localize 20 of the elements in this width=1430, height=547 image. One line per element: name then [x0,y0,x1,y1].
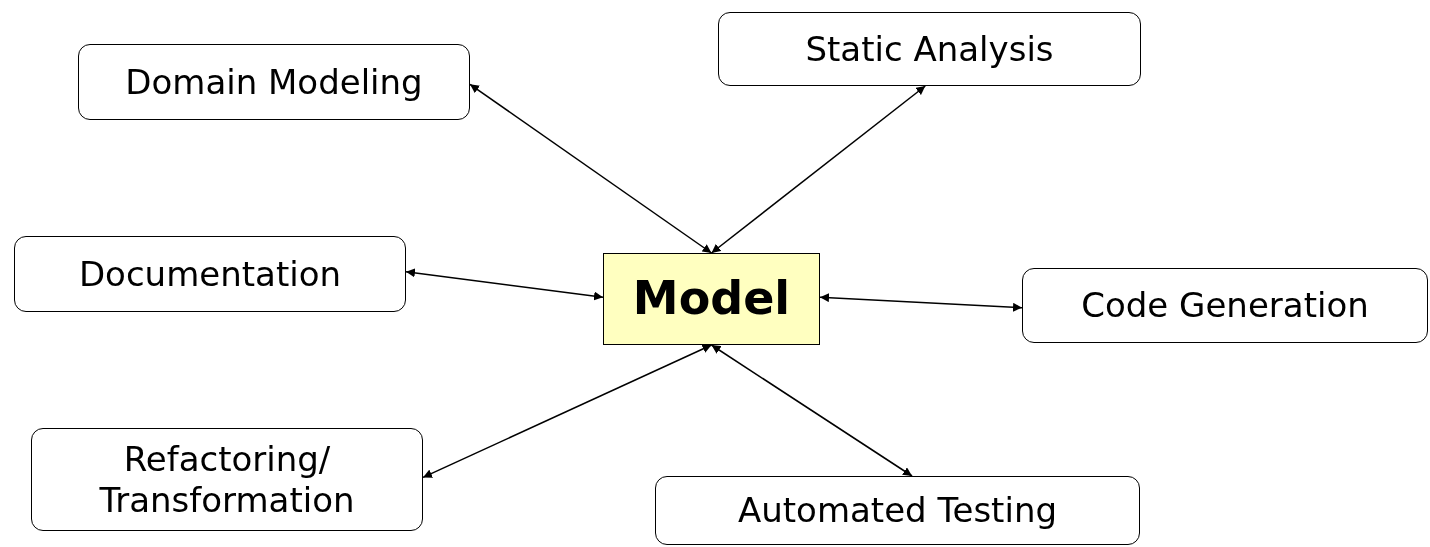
double-arrow [405,268,604,301]
double-arrow [422,344,713,479]
node-label: Code Generation [1081,285,1369,326]
central-box [603,253,820,345]
double-arrow [819,293,1023,312]
node-label: Domain Modeling [125,61,423,103]
node-label: Refactoring/ Transformation [98,438,356,521]
node-label: Automated Testing [737,490,1058,531]
process-box [31,428,423,531]
double-arrow [469,83,713,254]
node-label: Model [632,271,791,327]
node-label: Documentation [78,253,342,295]
process-box [1022,268,1428,343]
double-arrow [710,344,913,477]
process-box [78,44,470,120]
process-box [718,12,1141,86]
process-box [655,476,1140,545]
process-box [14,236,406,312]
node-label: Static Analysis [805,28,1054,70]
double-arrow [710,85,926,254]
